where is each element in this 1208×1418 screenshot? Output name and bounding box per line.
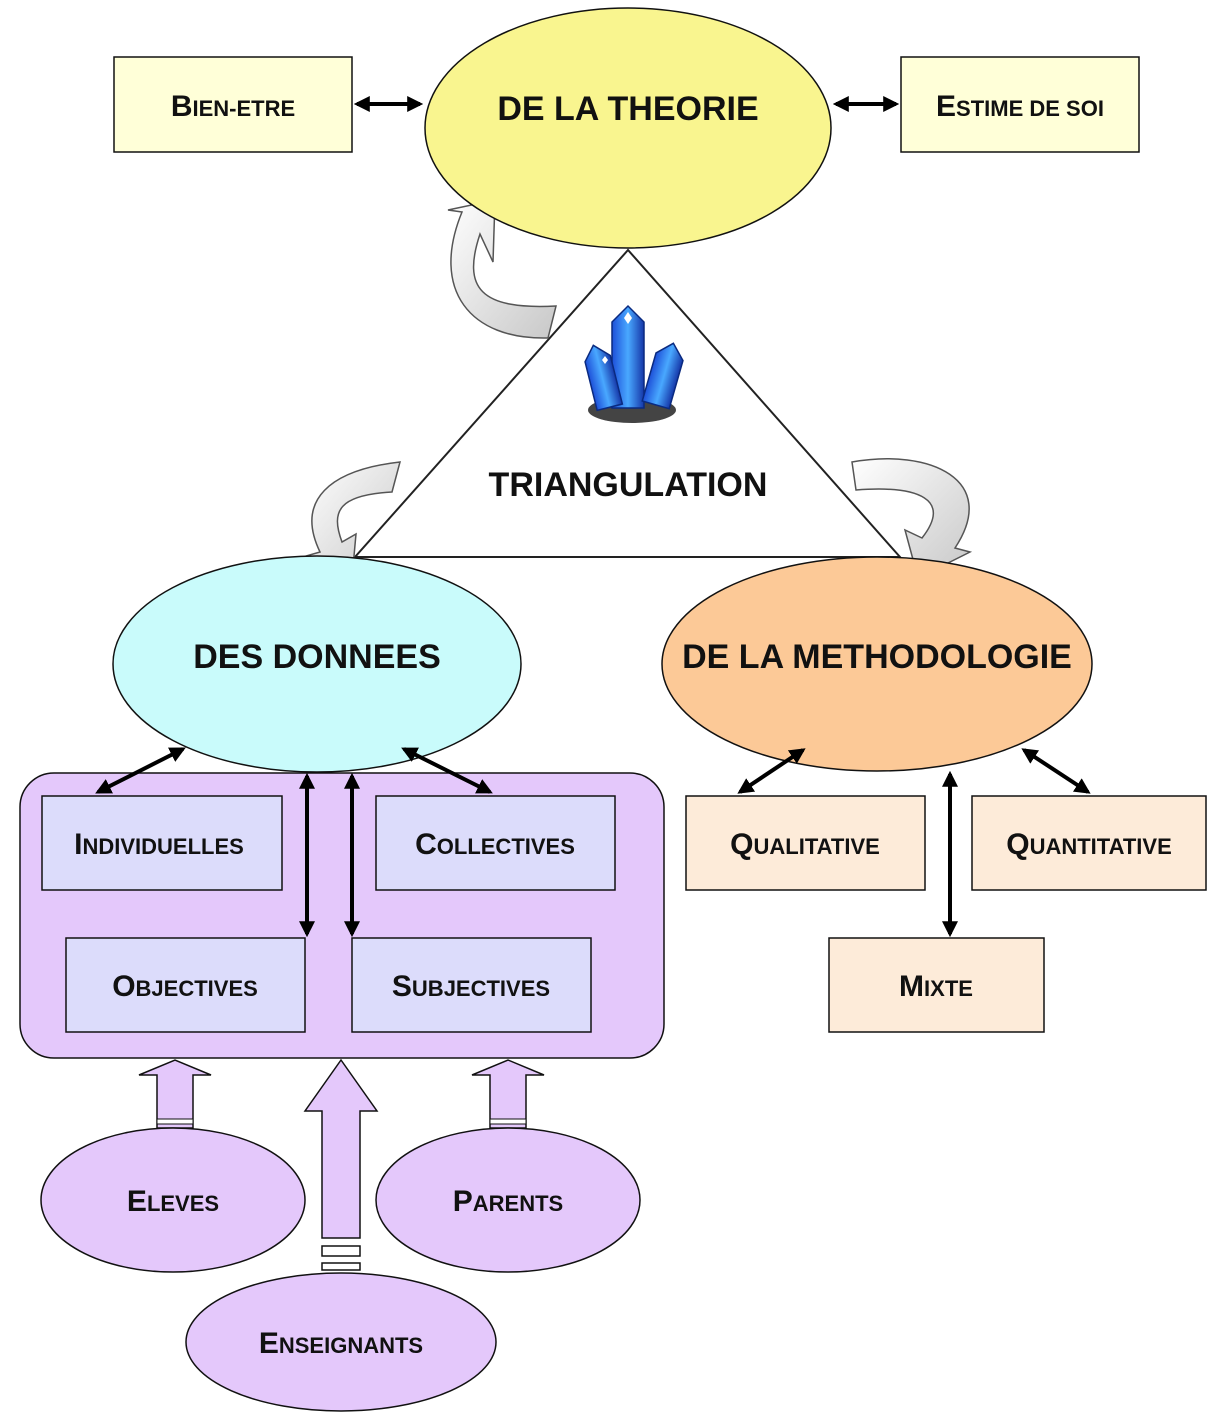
eleves-node [40, 1127, 306, 1273]
cycle-arrow-to-methodologie [851, 458, 973, 580]
eleves-label: ELEVES [127, 1185, 219, 1218]
estime-de-soi-label: ESTIME DE SOI [936, 90, 1104, 123]
qualitative-label: QUALITATIVE [730, 828, 880, 861]
parents-node [375, 1127, 641, 1273]
subjectives-box [351, 937, 592, 1033]
quantitative-box [971, 795, 1207, 891]
donnees-node [112, 555, 522, 773]
methodologie-label: DE LA METHODOLOGIE [682, 638, 1072, 676]
link-donnees-individuelles [95, 747, 186, 794]
quantitative-label: QUANTITATIVE [1006, 828, 1172, 861]
crystal-icon [584, 304, 684, 423]
methodologie-node [661, 556, 1093, 772]
bien-etre-label: BIEN-ETRE [171, 90, 295, 123]
link-methodo-qualitative [737, 748, 806, 794]
link-donnees-collectives [401, 747, 493, 794]
enseignants-node [185, 1272, 497, 1412]
subjectives-label: SUBJECTIVES [392, 970, 550, 1003]
enseignants-block-arrow [303, 1058, 379, 1271]
eleves-block-arrow [138, 1059, 212, 1129]
collectives-box [375, 795, 616, 891]
objectives-box [65, 937, 306, 1033]
individuelles-label: INDIVIDUELLES [74, 828, 244, 861]
estime-de-soi-box [900, 56, 1140, 153]
link-methodo-quantitative [1021, 748, 1091, 794]
parents-block-arrow [471, 1059, 545, 1129]
bien-etre-box [113, 56, 353, 153]
qualitative-box [685, 795, 926, 891]
donnees-label: DES DONNEES [193, 638, 441, 676]
enseignants-label: ENSEIGNANTS [259, 1327, 423, 1360]
parents-label: PARENTS [453, 1185, 563, 1218]
objectives-label: OBJECTIVES [112, 970, 258, 1003]
mixte-box [828, 937, 1045, 1033]
collectives-label: COLLECTIVES [415, 828, 575, 861]
individuelles-box [41, 795, 283, 891]
triangulation-label: TRIANGULATION [489, 466, 768, 504]
theorie-node [424, 7, 832, 249]
theorie-label: DE LA THEORIE [497, 90, 758, 128]
mixte-label: MIXTE [899, 970, 973, 1003]
cycle-arrow-to-theorie [447, 199, 557, 339]
